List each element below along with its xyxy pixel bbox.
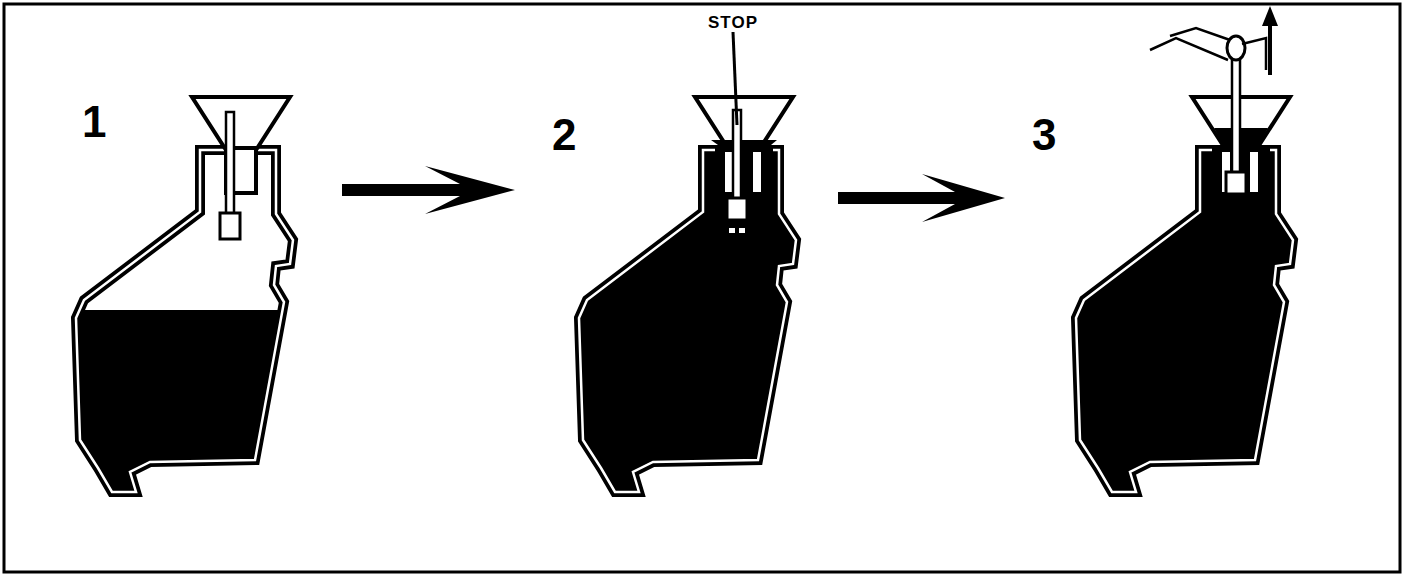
step-number: 2 <box>552 113 576 157</box>
frame <box>4 4 1400 572</box>
stop-label: STOP <box>706 14 760 31</box>
step-number: 1 <box>82 100 106 144</box>
tank-half-full <box>60 97 320 510</box>
tank-full-nozzle-removed <box>1076 6 1293 492</box>
tank-full <box>579 32 796 492</box>
step-arrow <box>342 166 515 214</box>
step-arrow <box>838 174 1005 222</box>
step-number: 3 <box>1032 113 1056 157</box>
